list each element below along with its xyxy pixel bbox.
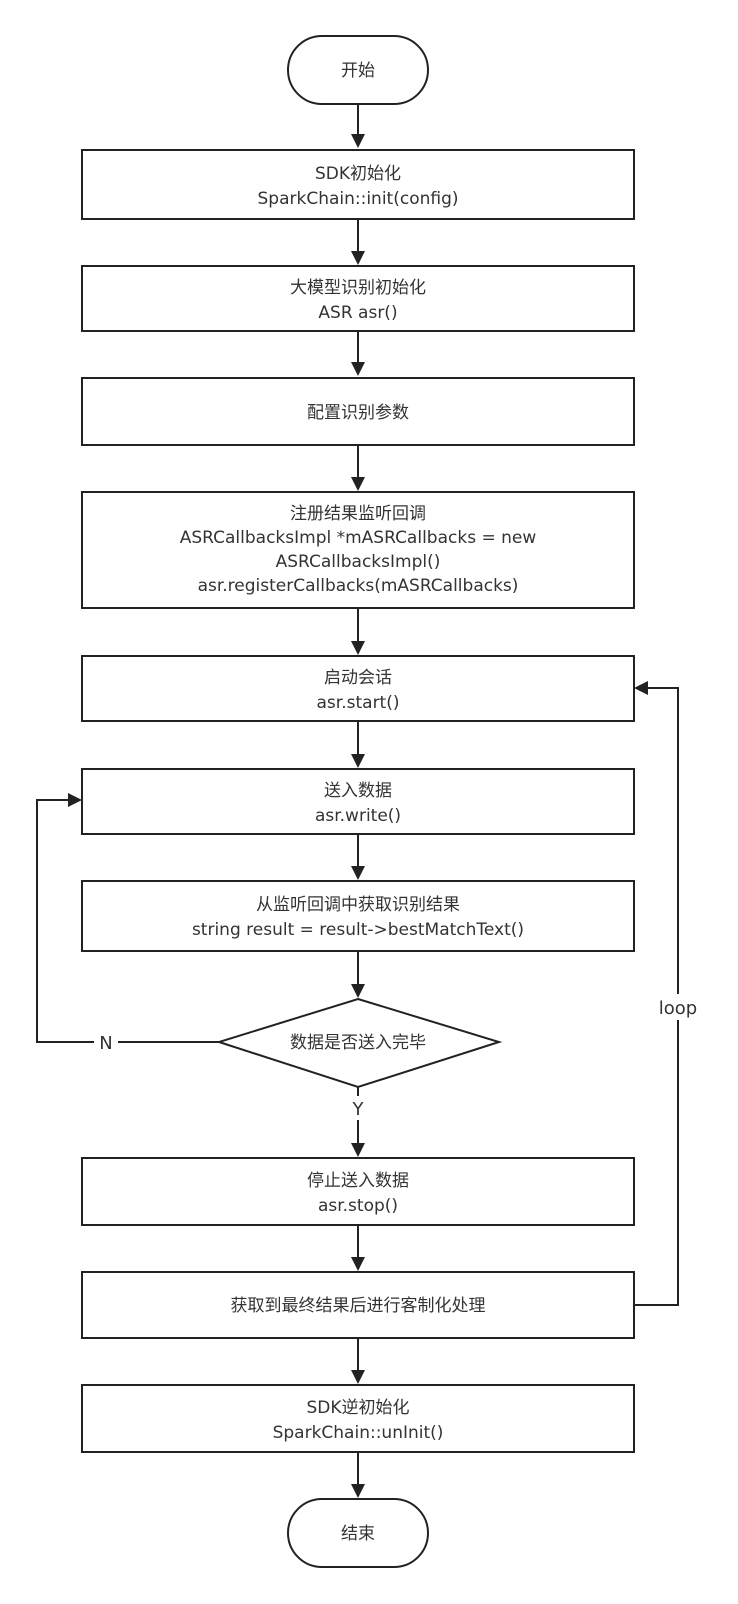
config-params-line: 配置识别参数 (307, 403, 409, 423)
end-label: 结束 (341, 1524, 375, 1544)
get-result-box (81, 880, 635, 952)
write-data-line: 送入数据 (324, 781, 392, 801)
arrowhead-icon (351, 754, 365, 768)
edge-label-bg (94, 1030, 118, 1054)
arrowhead-icon (351, 477, 365, 491)
arrowhead-icon (634, 681, 648, 695)
start-session-line: asr.start() (317, 693, 400, 713)
asr-init-line: ASR asr() (318, 303, 397, 323)
stop-data-line: asr.stop() (318, 1196, 398, 1216)
arrowhead-icon (351, 984, 365, 998)
end-terminal (287, 1498, 429, 1568)
register-callbacks-line: ASRCallbacksImpl *mASRCallbacks = new (180, 528, 537, 548)
edge-label-loop: loop (659, 998, 697, 1019)
post-process-line: 获取到最终结果后进行客制化处理 (231, 1296, 486, 1316)
decision-diamond (215, 997, 503, 1089)
get-result-line: 从监听回调中获取识别结果 (256, 895, 460, 915)
edge-label-no: N (99, 1033, 112, 1054)
edge-label-bg (346, 1096, 370, 1120)
arrowhead-icon (351, 134, 365, 148)
arrowhead-icon (351, 251, 365, 265)
sdk-init-line: SparkChain::init(config) (257, 189, 458, 209)
arrowhead-icon (351, 866, 365, 880)
arrowhead-icon (351, 1257, 365, 1271)
start-label: 开始 (341, 61, 375, 81)
register-callbacks-box (81, 491, 635, 609)
arrowhead-icon (351, 641, 365, 655)
config-params-box (81, 377, 635, 446)
edge-label-yes: Y (352, 1099, 365, 1120)
arrowhead-icon (351, 1143, 365, 1157)
edge-decision-no-loop (36, 799, 219, 1043)
sdk-init-box (81, 149, 635, 220)
decision-label: 数据是否送入完毕 (290, 1033, 426, 1053)
write-data-line: asr.write() (315, 806, 401, 826)
sdk-uninit-line: SparkChain::unInit() (273, 1423, 444, 1443)
register-callbacks-line: ASRCallbacksImpl() (276, 552, 441, 572)
asr-init-box (81, 265, 635, 332)
arrowhead-icon (68, 793, 82, 807)
start-session-line: 启动会话 (324, 668, 392, 688)
start-session-box (81, 655, 635, 722)
arrowhead-icon (351, 362, 365, 376)
write-data-box (81, 768, 635, 835)
post-process-box (81, 1271, 635, 1339)
arrowhead-icon (351, 1484, 365, 1498)
edge-label-bg (654, 994, 702, 1020)
register-callbacks-line: 注册结果监听回调 (290, 504, 426, 524)
stop-data-line: 停止送入数据 (307, 1171, 409, 1191)
sdk-uninit-box (81, 1384, 635, 1453)
register-callbacks-line: asr.registerCallbacks(mASRCallbacks) (198, 576, 519, 596)
get-result-line: string result = result->bestMatchText() (192, 920, 524, 940)
sdk-uninit-line: SDK逆初始化 (306, 1398, 409, 1418)
start-terminal (287, 35, 429, 105)
stop-data-box (81, 1157, 635, 1226)
sdk-init-line: SDK初始化 (315, 164, 401, 184)
asr-init-line: 大模型识别初始化 (290, 278, 426, 298)
arrowhead-icon (351, 1370, 365, 1384)
